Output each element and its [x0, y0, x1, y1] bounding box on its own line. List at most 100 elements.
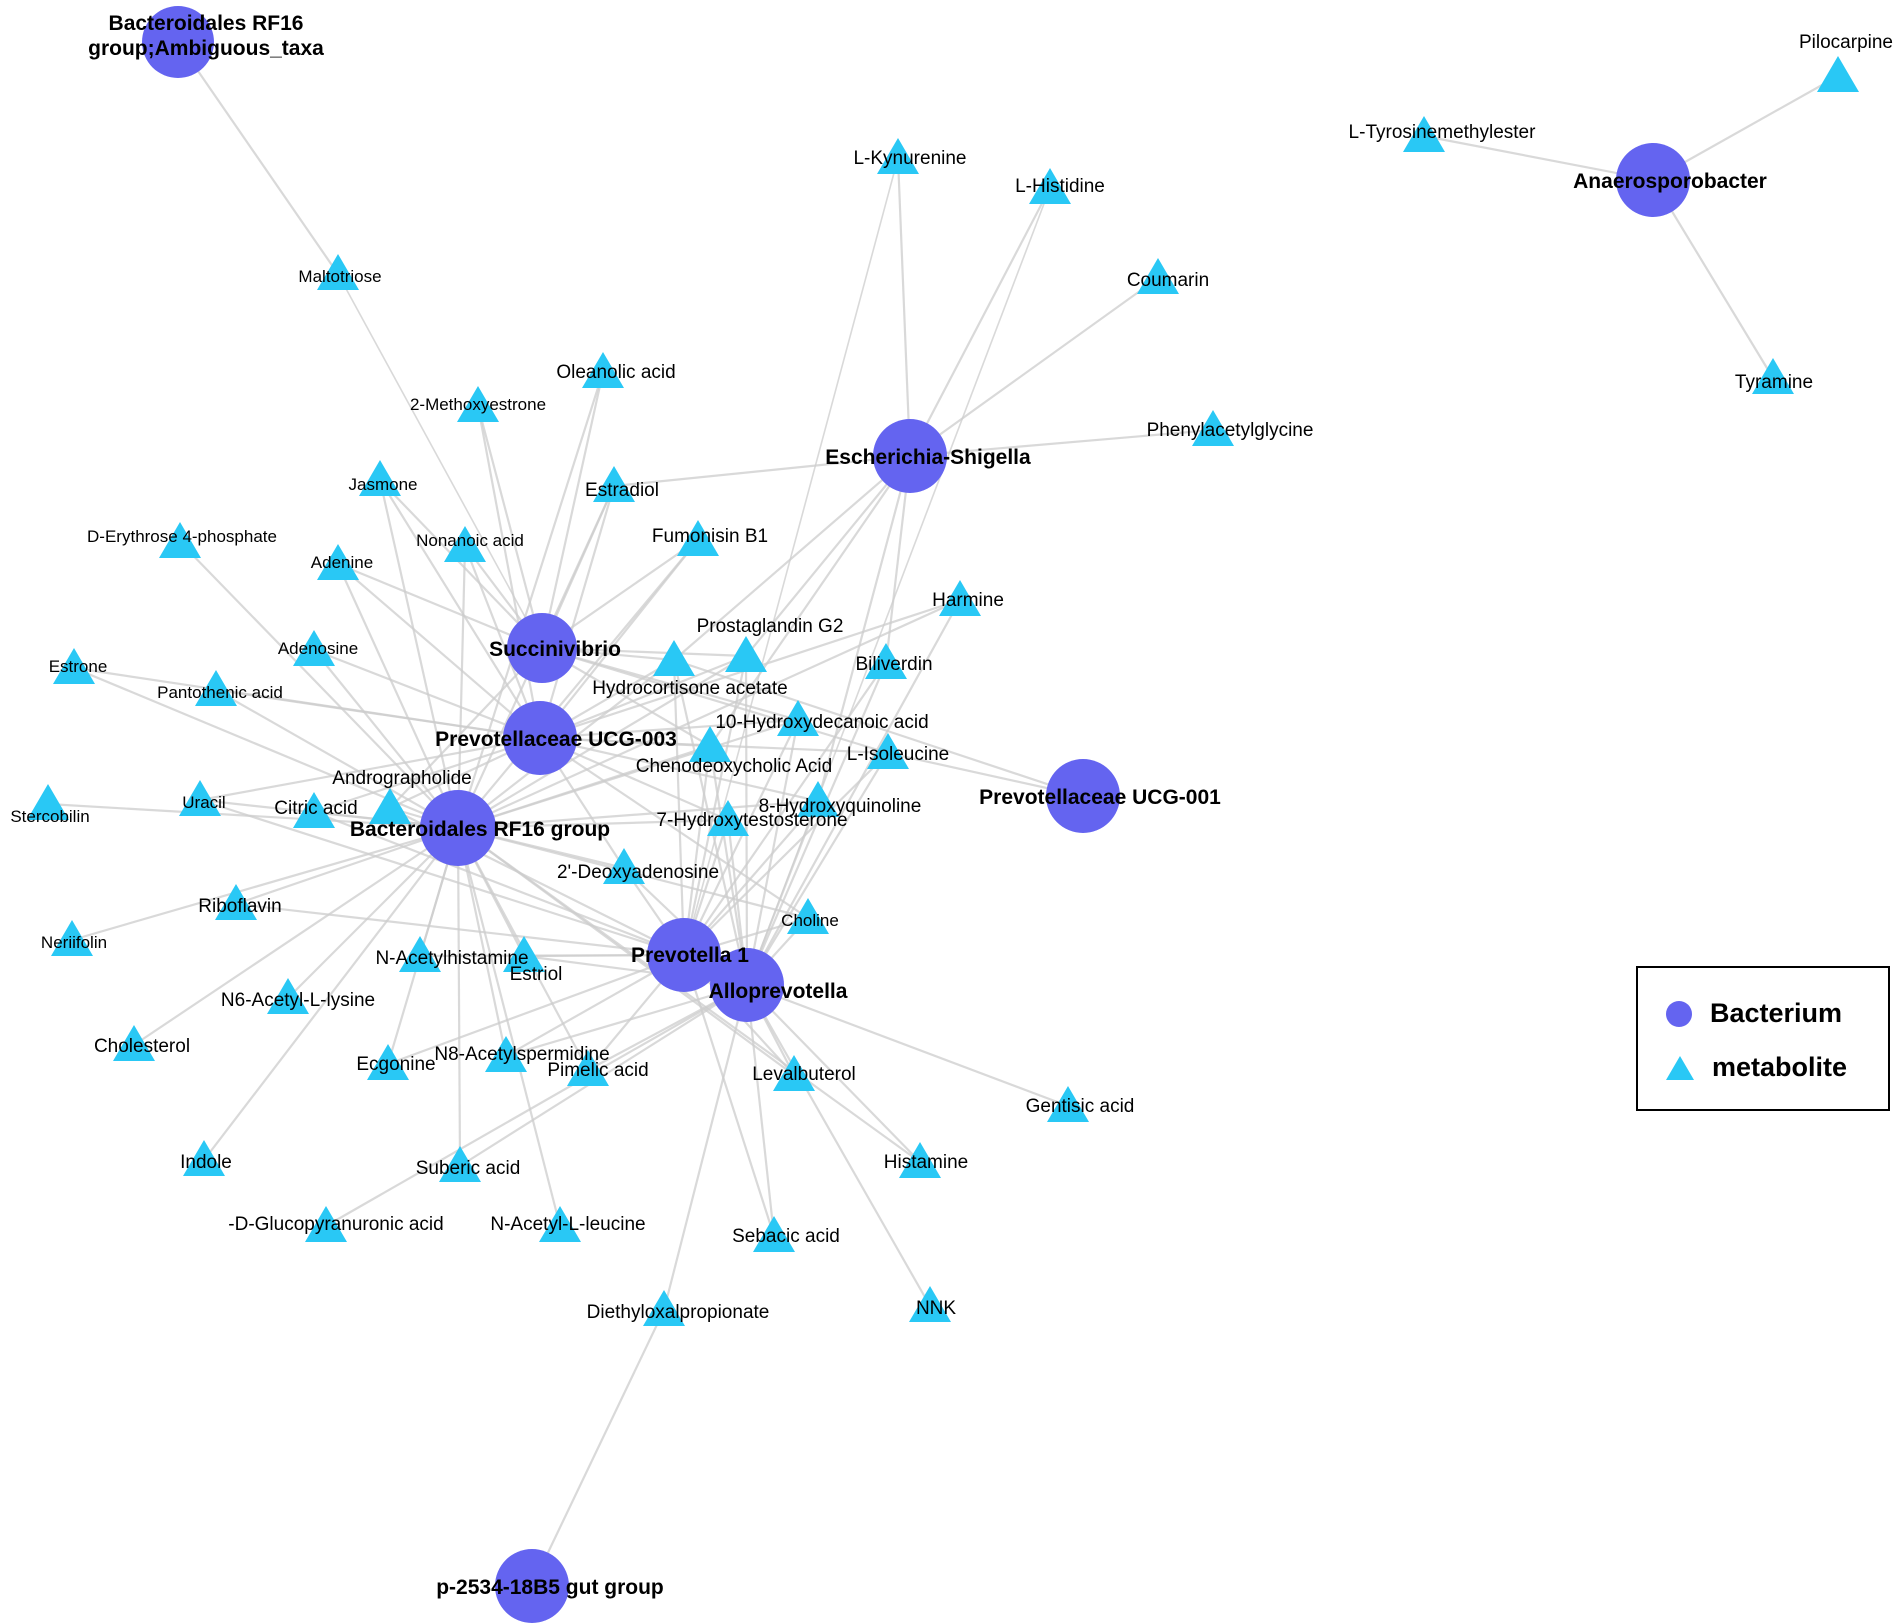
metabolite-node-ecgonine[interactable]	[367, 1044, 409, 1080]
metabolite-node-d-erythrose-4-phosphate[interactable]	[159, 522, 201, 558]
node-layer	[27, 6, 1859, 1623]
bacterium-node-prevotellaceae-ucg-001[interactable]	[1046, 759, 1120, 833]
bacterium-label-p-2534-18b5-gut-group: p-2534-18B5 gut group	[436, 1576, 664, 1599]
metabolite-node-adenine[interactable]	[317, 544, 359, 580]
legend-row-bacterium: Bacterium	[1666, 998, 1842, 1029]
metabolite-node-nnk[interactable]	[909, 1286, 951, 1322]
legend-row-metabolite: metabolite	[1666, 1052, 1847, 1083]
edge-b_rf16-m_cheno	[457, 744, 711, 830]
metabolite-node-10-hydroxydecanoic-acid[interactable]	[777, 700, 819, 736]
metabolite-node-cholesterol[interactable]	[113, 1025, 155, 1061]
metabolite-node-indole[interactable]	[183, 1140, 225, 1176]
metabolite-node-suberic-acid[interactable]	[439, 1146, 481, 1182]
metabolite-node-l-isoleucine[interactable]	[867, 733, 909, 769]
bacterium-label-prevotellaceae-ucg-001: Prevotellaceae UCG-001	[979, 786, 1221, 809]
metabolite-node-n-acetylhistamine[interactable]	[399, 936, 441, 972]
bacterium-node-escherichia-shigella[interactable]	[873, 419, 947, 493]
metabolite-node-coumarin[interactable]	[1137, 258, 1179, 294]
metabolite-node-riboflavin[interactable]	[215, 884, 257, 920]
metabolite-node-histamine[interactable]	[899, 1142, 941, 1178]
bacterium-node-anaerosporobacter[interactable]	[1616, 143, 1690, 217]
metabolite-node-stercobilin[interactable]	[27, 784, 69, 820]
metabolite-node-pimelic-acid[interactable]	[567, 1050, 609, 1086]
metabolite-node-phenylacetylglycine[interactable]	[1192, 410, 1234, 446]
metabolite-node-citric-acid[interactable]	[293, 792, 335, 828]
edge-b_anaero-m_tyram	[1652, 179, 1774, 379]
edge-b_ucg003-m_choline	[539, 737, 809, 919]
bacterium-node-bacteroidales-rf16-group-ambiguous-taxa[interactable]	[142, 6, 214, 78]
edge-b_rf16-m_aden	[336, 563, 460, 829]
edge-b_prev1-m_hydro	[672, 659, 686, 956]
metabolite-node-pilocarpine[interactable]	[1817, 56, 1859, 92]
metabolite-node-8-hydroxyquinoline[interactable]	[797, 781, 839, 817]
metabolite-node-neriifolin[interactable]	[51, 920, 93, 956]
metabolite-node-fumonisin-b1[interactable]	[677, 520, 719, 556]
bacterium-node-prevotellaceae-ucg-003[interactable]	[503, 701, 577, 775]
metabolite-label-harmine: Harmine	[932, 590, 1004, 611]
edge-b_allo-m_n8acetyl	[505, 983, 748, 1058]
metabolite-node-maltotriose[interactable]	[317, 254, 359, 290]
legend-circle-marker	[1666, 1000, 1692, 1027]
metabolite-node-biliverdin[interactable]	[865, 643, 907, 679]
bacterium-node-bacteroidales-rf16-group[interactable]	[420, 790, 496, 866]
metabolite-node-n8-acetylspermidine[interactable]	[485, 1036, 527, 1072]
metabolite-node-choline[interactable]	[787, 898, 829, 934]
edge-b_ucg003-m_aden	[337, 563, 541, 739]
metabolite-node-l-histidine[interactable]	[1029, 168, 1071, 204]
metabolite-label-histamine: Histamine	[884, 1152, 968, 1173]
metabolite-label-phenylacetylglycine: Phenylacetylglycine	[1147, 420, 1314, 441]
metabolite-node-l-kynurenine[interactable]	[877, 138, 919, 174]
label-layer: PilocarpineL-TyrosinemethylesterTyramine…	[10, 12, 1893, 1599]
metabolite-node-levalbuterol[interactable]	[773, 1055, 815, 1091]
metabolite-node-adenosine[interactable]	[293, 630, 335, 666]
metabolite-node-pantothenic-acid[interactable]	[195, 670, 237, 706]
edge-b_rf16-m_suberic	[456, 827, 462, 1167]
metabolite-label-choline: Choline	[781, 911, 839, 930]
metabolite-node-2-deoxyadenosine[interactable]	[603, 848, 645, 884]
metabolite-node-l-tyrosinemethylester[interactable]	[1403, 116, 1445, 152]
metabolite-node-estrone[interactable]	[53, 648, 95, 684]
metabolite-node-andrographolide[interactable]	[369, 788, 411, 824]
metabolite-node-prostaglandin-g2[interactable]	[725, 636, 767, 672]
bacterium-node-alloprevotella[interactable]	[710, 948, 784, 1022]
edge-b_esch-m_coum	[909, 277, 1159, 457]
metabolite-node-7-hydroxytestosterone[interactable]	[707, 800, 749, 836]
bacterium-label-bacteroidales-rf16-group: Bacteroidales RF16 group	[350, 818, 610, 841]
edge-b_prev1-m_ribo	[235, 902, 685, 957]
metabolite-node-diethyloxalpropionate[interactable]	[643, 1290, 685, 1326]
edge-b_ucg001-m_hydro	[673, 658, 1084, 798]
metabolite-node-2-methoxyestrone[interactable]	[457, 386, 499, 422]
edge-b_rf16-m_derythrose	[179, 541, 459, 829]
bacterium-label-alloprevotella: Alloprevotella	[709, 980, 848, 1003]
metabolite-node-n6-acetyl-l-lysine[interactable]	[267, 978, 309, 1014]
bacterium-node-succinivibrio[interactable]	[507, 613, 577, 683]
bacterium-node-prevotella-1[interactable]	[647, 918, 721, 992]
metabolite-node-chenodeoxycholic-acid[interactable]	[689, 726, 731, 762]
metabolite-node-gentisic-acid[interactable]	[1047, 1086, 1089, 1122]
metabolite-node-nonanoic-acid[interactable]	[444, 526, 486, 562]
edge-b_ucg003-m_2met	[476, 405, 542, 739]
edge-b_rf16-m_jasm	[378, 479, 460, 829]
metabolite-node-tyramine[interactable]	[1752, 358, 1794, 394]
metabolite-node-sebacic-acid[interactable]	[753, 1216, 795, 1252]
metabolite-node-d-glucopyranuronic-acid[interactable]	[305, 1206, 347, 1242]
metabolite-node-estradiol[interactable]	[593, 466, 635, 502]
legend: Bacterium metabolite	[1636, 966, 1890, 1111]
edge-b_rf16-m_prost	[457, 655, 747, 829]
metabolite-node-oleanolic-acid[interactable]	[582, 352, 624, 388]
metabolite-node-harmine[interactable]	[939, 580, 981, 616]
metabolite-node-uracil[interactable]	[179, 780, 221, 816]
bacterium-node-p-2534-18b5-gut-group[interactable]	[495, 1549, 569, 1623]
metabolite-node-jasmone[interactable]	[359, 460, 401, 496]
metabolite-node-hydrocortisone-acetate[interactable]	[653, 640, 695, 676]
metabolite-label-maltotriose: Maltotriose	[298, 267, 381, 286]
metabolite-label-estrone: Estrone	[49, 657, 108, 676]
metabolite-node-estriol[interactable]	[503, 936, 545, 972]
edge-b_ucg003-m_8hyd	[539, 736, 819, 803]
edge-b_allo-m_gent	[746, 983, 1069, 1108]
legend-bacterium-label: Bacterium	[1710, 998, 1843, 1028]
edge-b_rf16-m_adenos	[313, 649, 459, 829]
metabolite-label-diethyloxalpropionate: Diethyloxalpropionate	[587, 1302, 770, 1323]
metabolite-node-n-acetyl-l-leucine[interactable]	[539, 1206, 581, 1242]
